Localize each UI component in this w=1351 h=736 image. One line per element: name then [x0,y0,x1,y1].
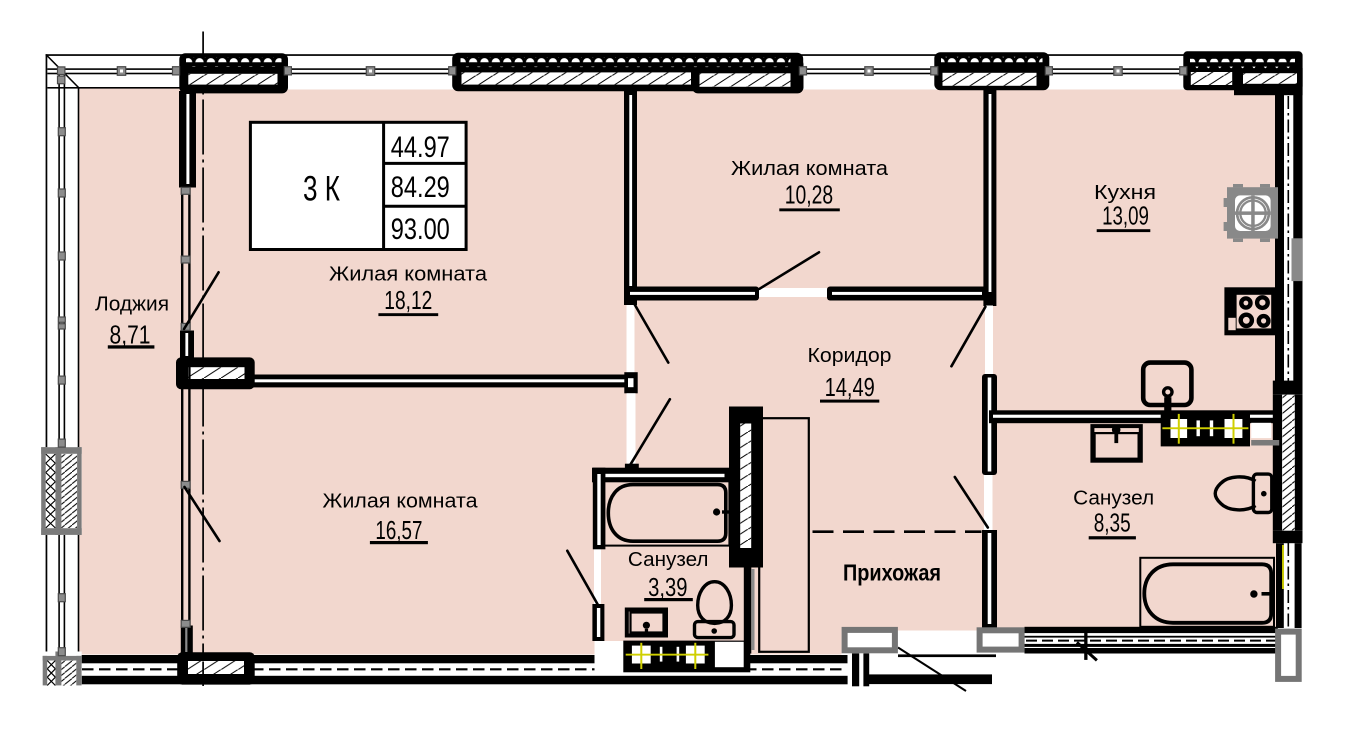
svg-text:Жилая комната: Жилая комната [323,491,479,513]
svg-text:16,57: 16,57 [375,515,422,545]
svg-text:44.97: 44.97 [391,131,450,164]
svg-text:Лоджия: Лоджия [95,294,169,316]
svg-text:8,71: 8,71 [110,319,151,349]
svg-text:Кухня: Кухня [1094,182,1156,204]
svg-text:3,39: 3,39 [648,572,687,602]
svg-text:14,49: 14,49 [825,372,875,402]
svg-text:Коридор: Коридор [808,345,892,367]
svg-text:3 К: 3 К [303,169,340,208]
svg-text:10,28: 10,28 [785,180,833,210]
svg-text:Жилая комната: Жилая комната [329,264,488,286]
svg-text:13,09: 13,09 [1102,201,1149,231]
svg-text:Прихожая: Прихожая [843,560,941,586]
svg-text:Санузел: Санузел [628,549,709,571]
svg-text:93.00: 93.00 [391,213,450,246]
svg-text:Санузел: Санузел [1073,488,1154,510]
svg-text:18,12: 18,12 [384,285,432,315]
svg-text:84.29: 84.29 [391,171,450,204]
svg-text:Жилая комната: Жилая комната [731,158,889,180]
svg-text:8,35: 8,35 [1094,508,1131,538]
